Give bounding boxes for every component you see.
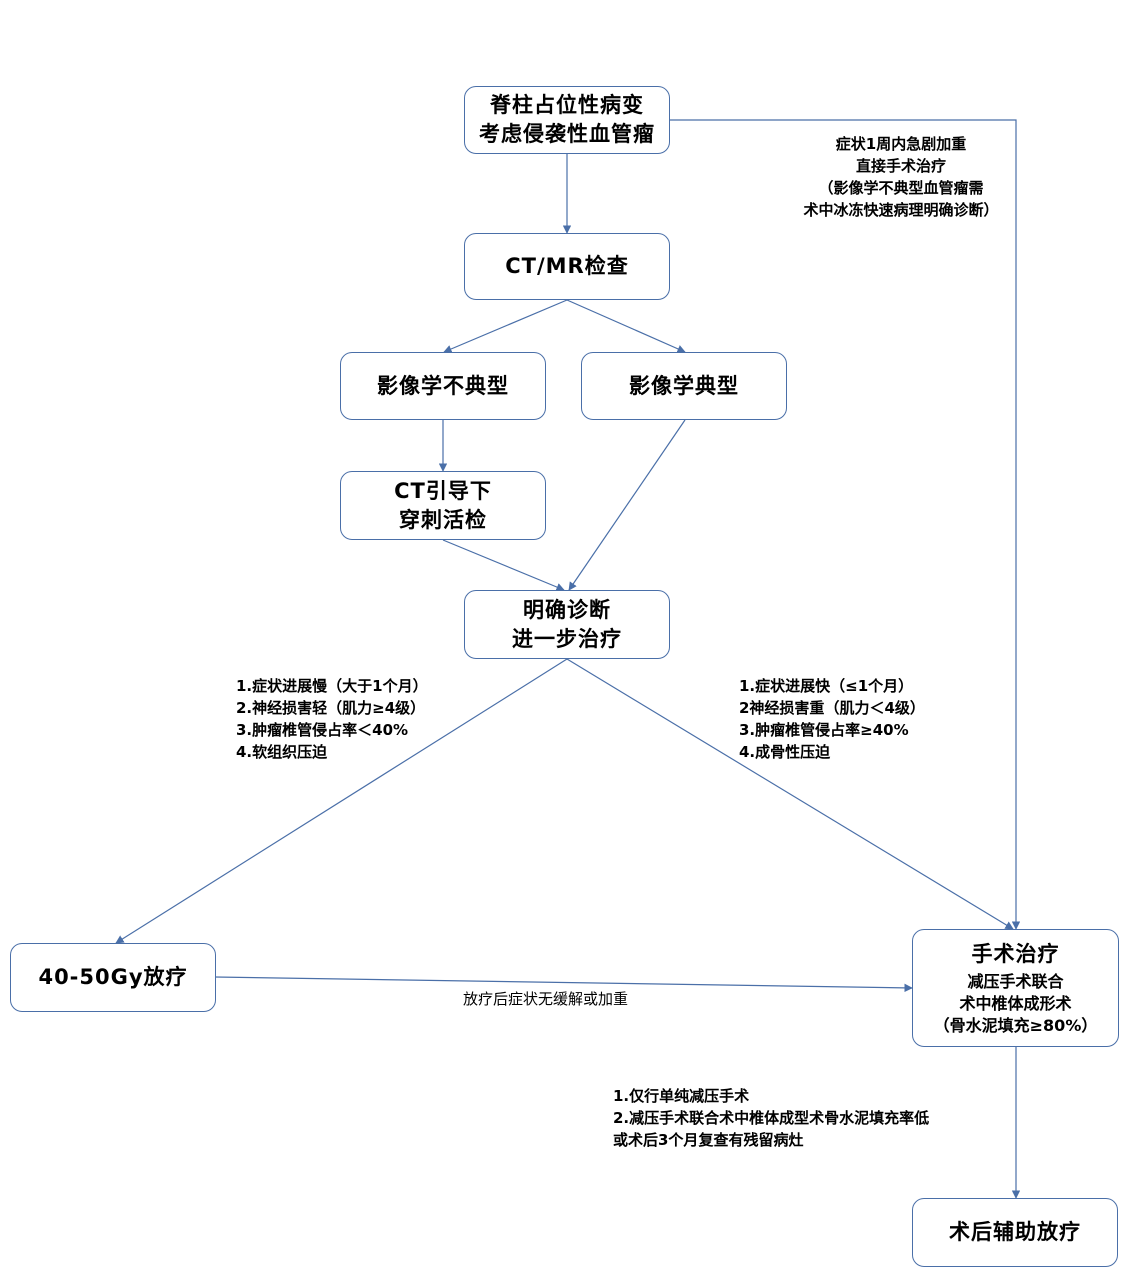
node-text: （骨水泥填充≥80%） <box>933 1015 1098 1035</box>
label-line: 2神经损害重（肌力＜4级） <box>739 699 925 717</box>
label-postop-criteria: 1.仅行单纯减压手术 2.减压手术联合术中椎体成型术骨水泥填充率低 或术后3个月… <box>613 1085 929 1151</box>
node-text: 考虑侵袭性血管瘤 <box>479 122 655 146</box>
node-atypical-imaging: 影像学不典型 <box>340 352 546 420</box>
node-text: 减压手术联合 <box>967 971 1064 991</box>
node-text: 穿刺活检 <box>399 507 487 532</box>
edge-radiotherapy-to-surgery <box>214 976 913 993</box>
node-radiotherapy: 40-50Gy放疗 <box>10 943 216 1012</box>
node-text: 术中椎体成形术 <box>959 993 1072 1013</box>
node-typical-imaging: 影像学典型 <box>581 352 787 420</box>
edge-ctmr-to-atypical <box>443 299 568 353</box>
node-text: CT/MR检查 <box>505 254 629 278</box>
edge-diagnosis-to-surgery <box>566 658 1014 930</box>
edge-diagnosis-to-radiotherapy <box>115 658 568 944</box>
label-line: 或术后3个月复查有残留病灶 <box>613 1131 804 1149</box>
label-slow-progression-criteria: 1.症状进展慢（大于1个月） 2.神经损害轻（肌力≥4级） 3.肿瘤椎管侵占率＜… <box>236 675 428 763</box>
label-fast-progression-criteria: 1.症状进展快（≤1个月） 2神经损害重（肌力＜4级） 3.肿瘤椎管侵占率≥40… <box>739 675 925 763</box>
label-line: 症状1周内急剧加重 <box>835 135 967 153</box>
node-adjuvant-radiotherapy: 术后辅助放疗 <box>912 1198 1118 1267</box>
edge-typical-to-diagnosis <box>568 419 686 591</box>
label-line: 1.症状进展快（≤1个月） <box>739 677 914 695</box>
node-text: 进一步治疗 <box>512 626 622 651</box>
node-text: 40-50Gy放疗 <box>38 965 188 989</box>
node-text: 影像学典型 <box>629 373 739 398</box>
label-line: 1.症状进展慢（大于1个月） <box>236 677 428 695</box>
label-no-relief-after-radiotherapy: 放疗后症状无缓解或加重 <box>463 988 628 1010</box>
node-text: 术后辅助放疗 <box>949 1220 1081 1244</box>
node-text: 影像学不典型 <box>377 373 509 398</box>
label-line: 4.软组织压迫 <box>236 743 328 761</box>
node-surgery: 手术治疗 减压手术联合 术中椎体成形术 （骨水泥填充≥80%） <box>912 929 1119 1047</box>
node-title: 手术治疗 <box>971 941 1060 966</box>
label-line: 直接手术治疗 <box>855 157 946 175</box>
node-spinal-lesion: 脊柱占位性病变 考虑侵袭性血管瘤 <box>464 86 670 154</box>
edge-biopsy-to-diagnosis <box>442 539 565 591</box>
edge-start-to-surgery <box>669 119 1021 930</box>
label-line: 2.减压手术联合术中椎体成型术骨水泥填充率低 <box>613 1109 930 1127</box>
label-line: （影像学不典型血管瘤需 <box>818 179 984 197</box>
edge-ctmr-to-typical <box>566 299 686 353</box>
label-line: 1.仅行单纯减压手术 <box>613 1087 750 1105</box>
node-ct-guided-biopsy: CT引导下 穿刺活检 <box>340 471 546 540</box>
node-text: 脊柱占位性病变 <box>490 93 644 117</box>
label-line: 2.神经损害轻（肌力≥4级） <box>236 699 426 717</box>
label-urgent-surgery: 症状1周内急剧加重 直接手术治疗 （影像学不典型血管瘤需 术中冰冻快速病理明确诊… <box>770 133 1032 221</box>
label-line: 术中冰冻快速病理明确诊断） <box>803 201 999 219</box>
label-line: 4.成骨性压迫 <box>739 743 831 761</box>
label-line: 3.肿瘤椎管侵占率≥40% <box>739 721 909 739</box>
node-text: 明确诊断 <box>523 597 611 622</box>
node-diagnosis: 明确诊断 进一步治疗 <box>464 590 670 659</box>
node-ct-mr-exam: CT/MR检查 <box>464 233 670 300</box>
label-line: 放疗后症状无缓解或加重 <box>463 990 629 1008</box>
label-line: 3.肿瘤椎管侵占率＜40% <box>236 721 409 739</box>
node-text: CT引导下 <box>394 478 492 503</box>
